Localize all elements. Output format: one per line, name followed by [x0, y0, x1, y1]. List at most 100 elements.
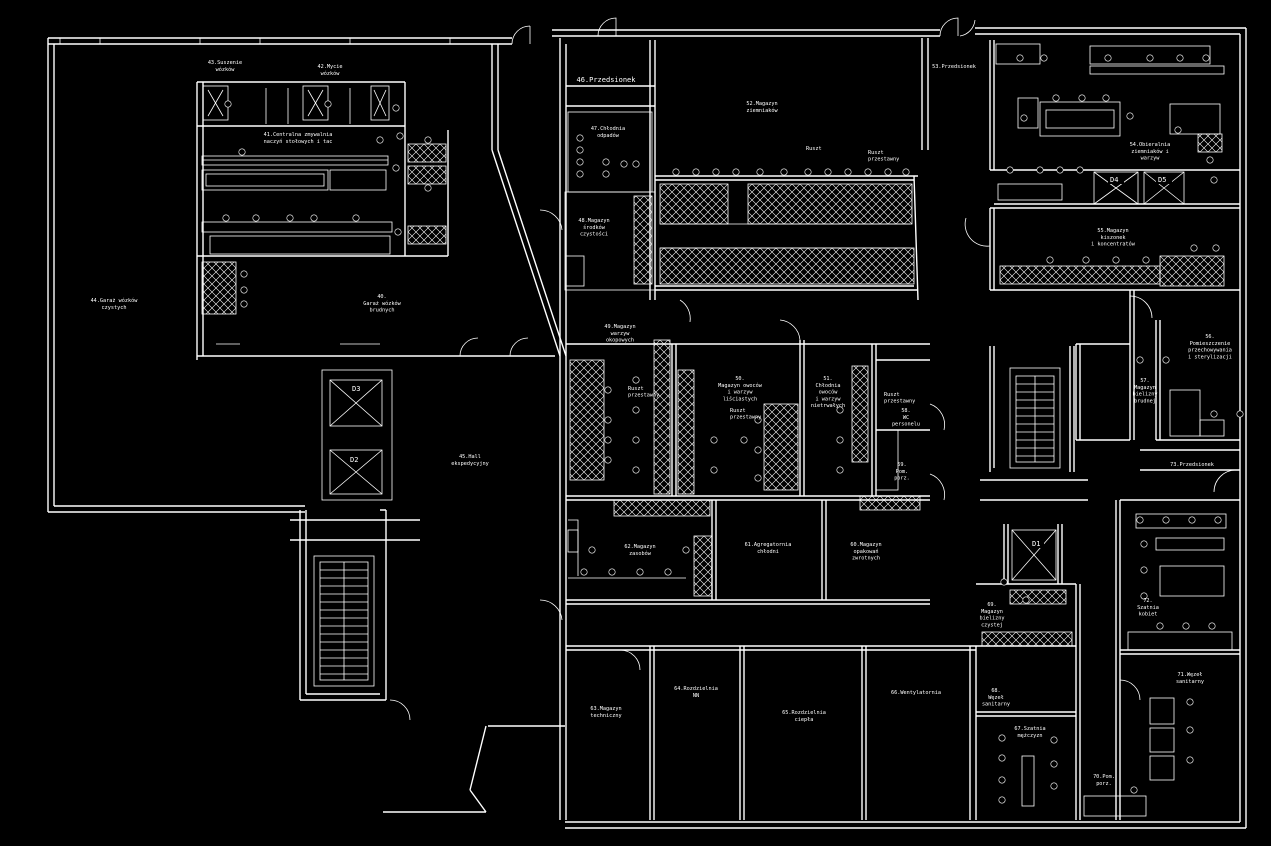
- room-label-line: ziemniaków i: [1131, 148, 1168, 155]
- room-label-line: 65.Rozdzielnia: [782, 710, 826, 716]
- room-label-line: ciepła: [795, 717, 814, 723]
- room-label-line: 55.Magazyn: [1097, 228, 1128, 234]
- annotation-a4: Ruszt: [730, 408, 746, 414]
- annotation-a3: Ruszt: [628, 386, 644, 392]
- room-label-line: 60.Magazyn: [850, 542, 881, 548]
- room-label-line: 59.: [897, 462, 906, 468]
- room-label-line: 42.Mycie: [318, 64, 343, 70]
- room-label-line: sanitarny: [982, 702, 1010, 708]
- lift-d1: D1: [1011, 529, 1057, 581]
- lift-d4: D4: [1093, 171, 1139, 205]
- room-label-r46: 46.Przedsionek: [576, 76, 636, 84]
- annotation-a5: Ruszt: [884, 392, 900, 398]
- room-label-line: brudnej: [1134, 398, 1156, 404]
- room-label-line: 73.Przedsionek: [1170, 462, 1215, 468]
- central-zone: [559, 38, 929, 820]
- technical-rooms: [566, 645, 977, 820]
- room-label-line: Węzeł: [988, 695, 1004, 701]
- room-label-line: 44.Garaż wózków: [91, 297, 139, 304]
- room-label-line: nietrwałych: [811, 403, 845, 409]
- room-label-line: 58.: [901, 408, 910, 414]
- room-label-line: Chłodnia: [816, 383, 841, 389]
- annotation-a2: Ruszt: [868, 150, 884, 156]
- room-label-line: porz.: [894, 476, 910, 482]
- room-label-line: zasobów: [629, 550, 652, 557]
- room-label-line: Magazyn owoców: [718, 382, 763, 389]
- right-zone: [989, 40, 1240, 441]
- room-label-line: ekspedycyjny: [451, 461, 488, 467]
- room-label-line: 56.: [1205, 334, 1214, 340]
- room-label-line: brudnych: [370, 308, 395, 314]
- room-label-line: Szatnia: [1137, 605, 1159, 611]
- right-staircase: [980, 346, 1088, 501]
- lift-d5: D5: [1143, 171, 1185, 205]
- room-label-line: Pomieszczenie: [1190, 341, 1231, 347]
- room-label-line: NN: [693, 693, 699, 699]
- lifts: D3 D2 D1 D4 D5: [350, 171, 1185, 581]
- room-label-line: 45.Hall: [459, 454, 481, 460]
- room-label-r66: 66.Wentylatornia: [891, 690, 941, 696]
- room-label-line: 46.Przedsionek: [576, 76, 636, 84]
- svg-text:D1: D1: [1032, 540, 1040, 548]
- room-label-line: odpadów: [597, 132, 620, 139]
- room-label-line: personelu: [892, 422, 920, 428]
- annotation-a2: przestawny: [868, 157, 899, 163]
- room-label-line: Magazyn: [1134, 385, 1156, 391]
- room-label-line: 72.: [1143, 598, 1152, 604]
- room-label-line: 66.Wentylatornia: [891, 690, 941, 696]
- annotation-a5: przestawny: [884, 399, 915, 405]
- room-label-r59: 59.Pom.porz.: [894, 462, 910, 482]
- room-label-line: techniczny: [590, 713, 621, 719]
- room-label-r53: 53.Przedsionek: [932, 64, 977, 70]
- room-label-line: 57.: [1140, 378, 1149, 384]
- room-label-line: opakowań: [854, 548, 879, 555]
- room-label-line: sanitarny: [1176, 679, 1204, 685]
- room-label-line: 47.Chłodnia: [591, 126, 625, 132]
- room-label-line: wózków: [321, 70, 341, 77]
- svg-text:D2: D2: [350, 456, 358, 464]
- room-label-line: przechowywania: [1188, 348, 1232, 354]
- annotation-a1: Ruszt: [806, 146, 822, 152]
- lift-d3: D3: [352, 385, 360, 393]
- room-label-line: 71.Węzeł: [1178, 672, 1203, 678]
- room-label-line: warzyw: [1141, 156, 1161, 162]
- left-staircase: [290, 509, 420, 701]
- room-label-line: okopowych: [606, 338, 634, 344]
- room-label-line: 62.Magazyn: [624, 544, 655, 550]
- room-label-line: 64.Rozdzielnia: [674, 686, 718, 692]
- room-label-line: Magazyn: [981, 609, 1003, 615]
- room-label-line: warzyw: [611, 331, 631, 337]
- room-label-line: 51.: [823, 376, 832, 382]
- room-label-line: 49.Magazyn: [604, 324, 635, 330]
- room-label-line: owoców: [819, 389, 839, 396]
- room-label-line: 54.Obieralnia: [1130, 142, 1171, 148]
- room-label-line: mężczyzn: [1018, 733, 1043, 739]
- annotations: RusztRusztprzestawnyRusztprzestawnyRuszt…: [628, 146, 915, 421]
- room-label-line: kiszonek: [1101, 235, 1127, 241]
- room-label-line: 70.Pom.: [1093, 774, 1115, 780]
- lift-d2: D2: [350, 456, 358, 464]
- room-label-line: 43.Suszenie: [208, 60, 242, 66]
- room-label-line: 50.: [735, 376, 744, 382]
- room-label-line: 61.Agregatornia: [745, 542, 792, 548]
